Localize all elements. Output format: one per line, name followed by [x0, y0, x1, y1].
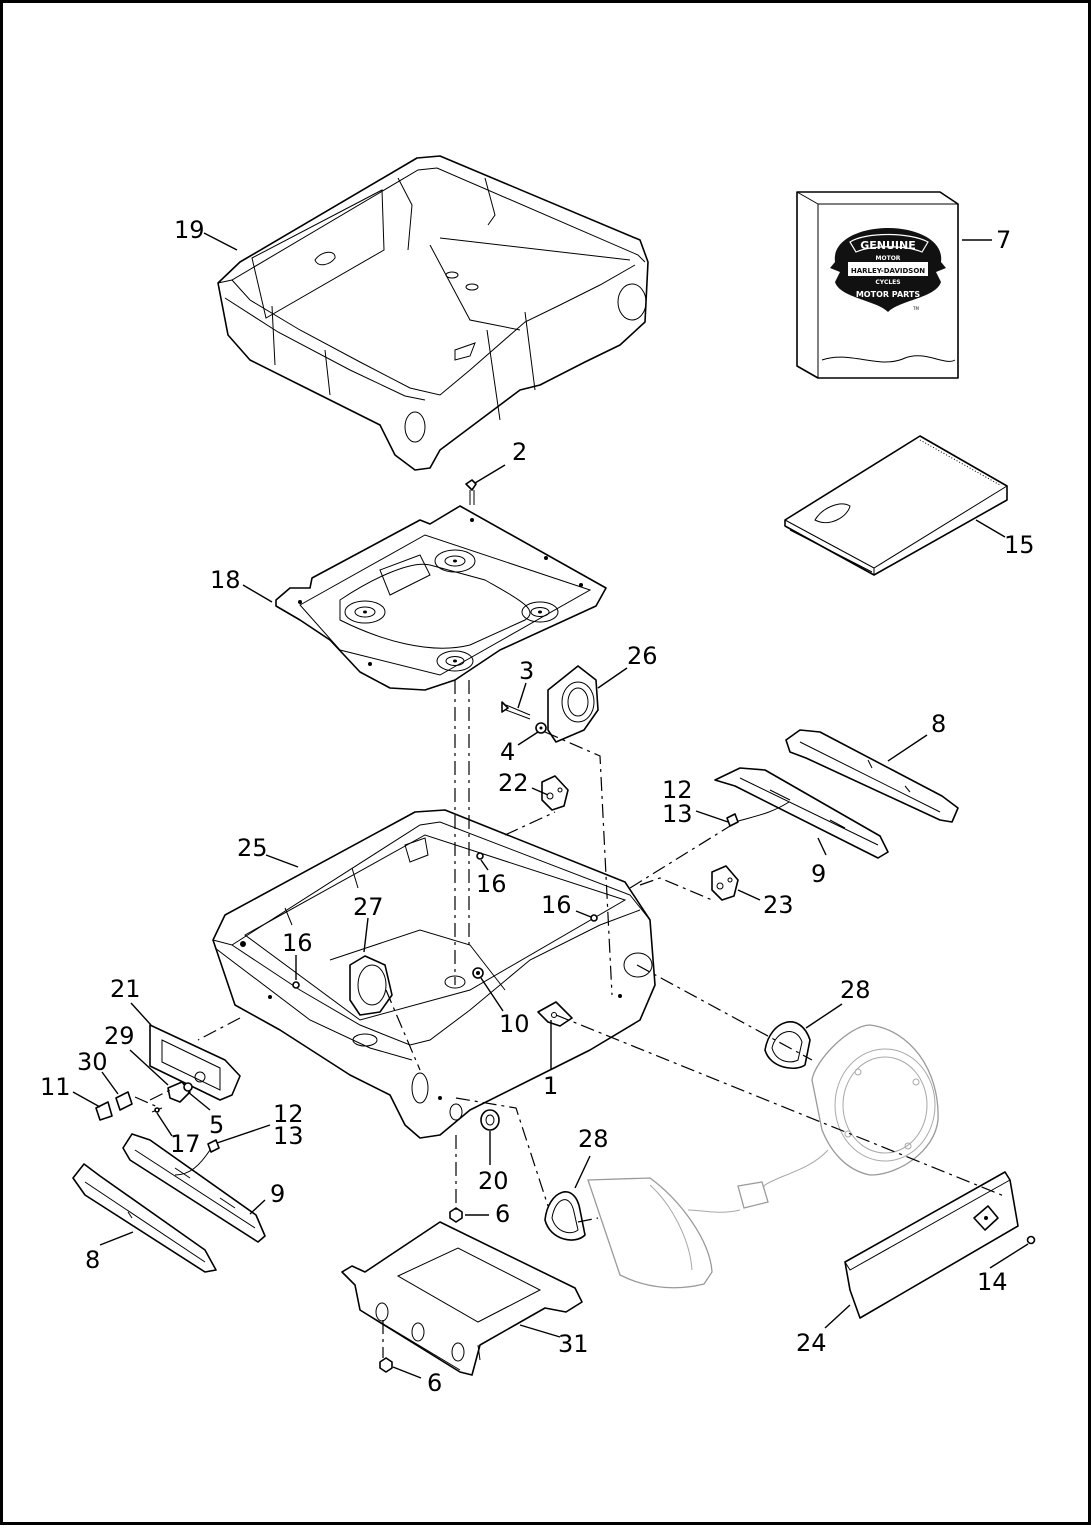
callout-31: 31 [558, 1330, 589, 1358]
nut-6-a [449, 1207, 463, 1223]
bracket-part-27 [349, 955, 393, 1016]
callout-labels: 19 2 7 15 18 3 26 4 8 22 12 13 9 25 16 2… [40, 216, 1035, 1397]
callout-12-lower: 12 [273, 1100, 304, 1128]
callout-30: 30 [77, 1048, 108, 1076]
callout-16-b: 16 [541, 891, 572, 919]
callout-12-upper: 12 [662, 776, 693, 804]
key-part-11 [95, 1101, 113, 1121]
callout-2: 2 [512, 438, 527, 466]
callout-24: 24 [796, 1329, 827, 1357]
gasket-part-28-lower [544, 1191, 586, 1241]
callout-20: 20 [478, 1167, 509, 1195]
callout-16-a: 16 [476, 870, 507, 898]
manual-book: GENUINE MOTOR HARLEY-DAVIDSON CYCLES MOT… [796, 191, 959, 379]
callout-9-lower: 9 [270, 1180, 285, 1208]
callout-8-upper: 8 [931, 710, 946, 738]
screw-16-a [476, 852, 484, 860]
callout-21: 21 [110, 975, 141, 1003]
callout-26: 26 [627, 642, 658, 670]
logo-motor-text: MOTOR [876, 255, 901, 262]
genuine-parts-logo: GENUINE MOTOR HARLEY-DAVIDSON CYCLES MOT… [830, 228, 946, 312]
speaker-ring-part-26 [547, 665, 599, 743]
hinge-part-23 [711, 865, 739, 901]
plug-part-14 [1026, 1235, 1036, 1245]
callout-14: 14 [977, 1268, 1008, 1296]
logo-motor-parts-text: MOTOR PARTS [856, 290, 921, 299]
callout-7: 7 [996, 226, 1011, 254]
callout-28-upper: 28 [840, 976, 871, 1004]
logo-brand-text: HARLEY-DAVIDSON [851, 267, 925, 275]
callout-8-lower: 8 [85, 1246, 100, 1274]
callout-13-lower: 13 [273, 1122, 304, 1150]
callout-29: 29 [104, 1022, 135, 1050]
callout-6-upper: 6 [495, 1200, 510, 1228]
callout-19: 19 [174, 216, 205, 244]
callout-3: 3 [519, 657, 534, 685]
key-part-30 [115, 1091, 133, 1111]
callout-27: 27 [353, 893, 384, 921]
screw-16-b [590, 914, 598, 922]
nut-6-b [379, 1357, 393, 1373]
washer-part-4 [535, 722, 547, 734]
bolt-part-3 [501, 701, 531, 720]
speaker-assembly [587, 1024, 939, 1289]
trim-part-8-lower [72, 1163, 217, 1273]
callout-5: 5 [209, 1111, 224, 1139]
callout-23: 23 [763, 891, 794, 919]
main-case [212, 809, 656, 1139]
leader-lines [72, 232, 1029, 1379]
trim-part-8-upper [785, 729, 959, 823]
callout-15: 15 [1004, 531, 1035, 559]
screw-16-c [292, 981, 300, 989]
grommet-part-20 [480, 1109, 500, 1131]
callout-16-c: 16 [282, 929, 313, 957]
light-part-9-upper [714, 767, 889, 859]
callout-22: 22 [498, 769, 529, 797]
screw-part-2 [465, 479, 477, 522]
hinge-part-22 [541, 775, 569, 811]
callout-25: 25 [237, 834, 268, 862]
screw-part-17 [151, 1107, 163, 1113]
light-part-9-lower [122, 1133, 266, 1243]
bottom-bracket-part-31 [341, 1221, 583, 1376]
callout-10: 10 [499, 1010, 530, 1038]
lock-housing-part-21 [149, 1024, 241, 1101]
assembly-centerlines [134, 680, 1005, 1358]
base-plate [275, 505, 607, 691]
booklet [784, 435, 1008, 576]
callout-13-upper: 13 [662, 800, 693, 828]
callout-6-lower: 6 [427, 1369, 442, 1397]
callout-9-upper: 9 [811, 860, 826, 888]
callout-1: 1 [543, 1072, 558, 1100]
callout-28-lower: 28 [578, 1125, 609, 1153]
callout-4: 4 [500, 738, 515, 766]
logo-tm-text: TM [912, 306, 919, 311]
callout-17: 17 [170, 1130, 201, 1158]
logo-genuine-text: GENUINE [860, 239, 916, 252]
callout-11: 11 [40, 1073, 71, 1101]
logo-cycles-text: CYCLES [875, 279, 900, 286]
clip-part-5 [183, 1082, 193, 1092]
liner-part [217, 155, 649, 471]
lid-panel-part-24 [844, 1171, 1019, 1319]
gasket-part-28-upper [764, 1021, 811, 1069]
callout-18: 18 [210, 566, 241, 594]
nut-part-10 [472, 967, 484, 979]
